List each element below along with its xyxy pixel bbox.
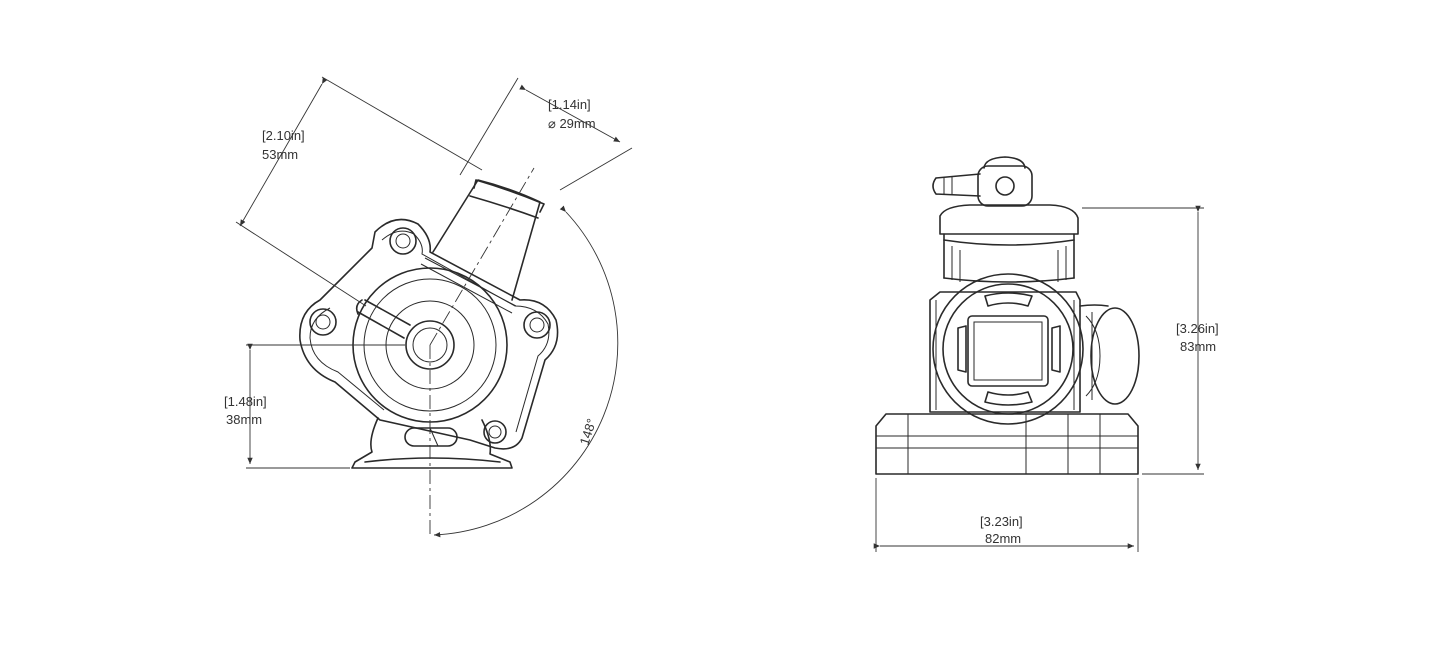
base-plate: [875, 413, 1139, 475]
left-top-view: [2.10in] 53mm [1.14in] ⌀ 29mm [1.48in] 3…: [224, 76, 633, 538]
height-dim-imperial: [2.10in]: [262, 128, 305, 143]
offset-dim-imperial: [1.48in]: [224, 394, 267, 409]
side-height-dim-imperial: [3.26in]: [1176, 321, 1219, 336]
bottom-outlet: [351, 417, 513, 469]
ear-hole-left: [309, 308, 337, 336]
port-dim-imperial: [1.14in]: [548, 97, 591, 112]
side-outlet: [1079, 304, 1140, 405]
inlet-port: [420, 179, 545, 314]
right-side-view: [3.23in] 82mm [3.26in] 83mm: [873, 156, 1219, 552]
flange-outline: [299, 218, 559, 450]
front-port: [932, 273, 1084, 425]
side-nipple: [355, 299, 411, 339]
top-cap: [939, 204, 1079, 235]
ear-hole-top: [389, 227, 417, 255]
port-dim-metric: ⌀ 29mm: [548, 116, 596, 131]
offset-dim-metric: 38mm: [226, 412, 262, 427]
width-dim-metric: 82mm: [985, 531, 1021, 546]
side-height-dim-metric: 83mm: [1180, 339, 1216, 354]
width-dim-imperial: [3.23in]: [980, 514, 1023, 529]
grooved-section: [943, 233, 1075, 279]
main-body: [929, 291, 1081, 413]
vacuum-fitting: [932, 156, 1033, 207]
ear-hole-right: [523, 311, 551, 339]
height-dim-metric: 53mm: [262, 147, 298, 162]
